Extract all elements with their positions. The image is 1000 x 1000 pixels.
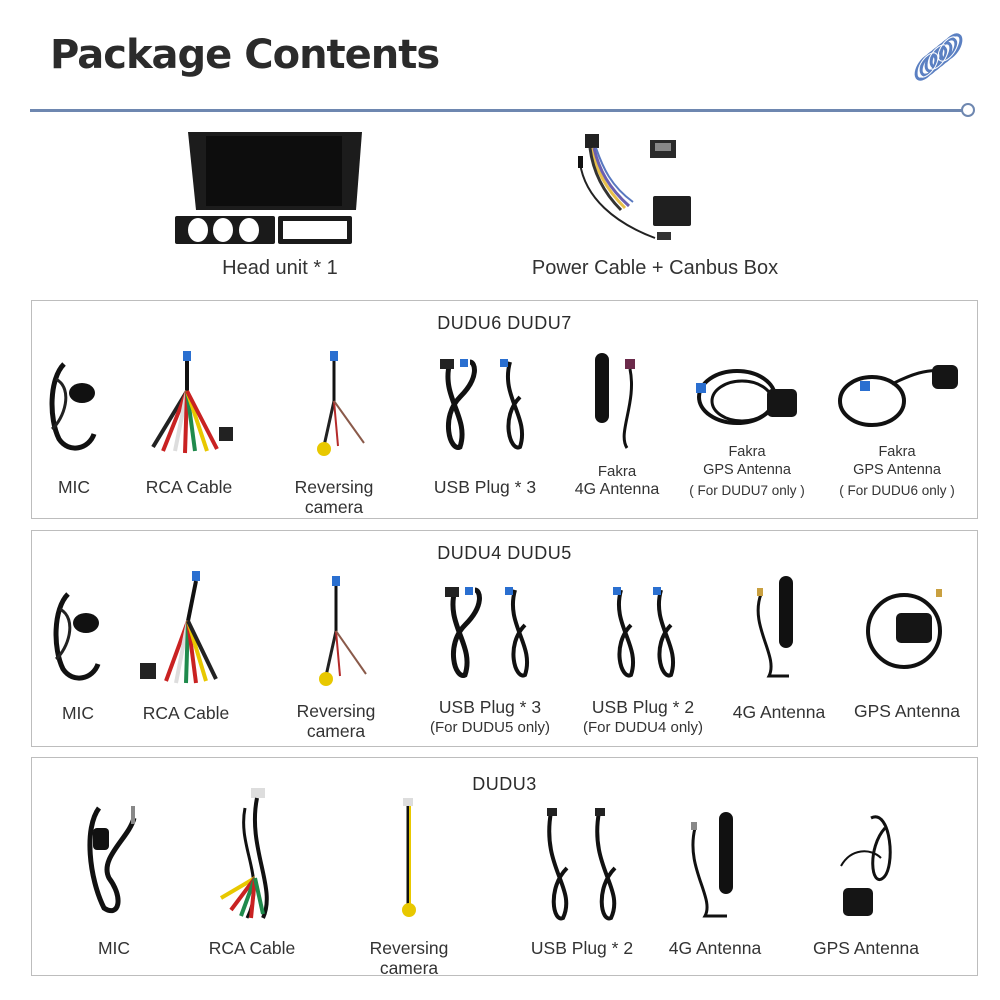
header-divider: [30, 109, 962, 112]
power-cable-image: [575, 128, 735, 248]
item-head-unit: Head unit * 1: [170, 128, 390, 288]
item-usb-plug: USB Plug * 2: [527, 808, 637, 968]
panel-title: DUDU4 DUDU5: [437, 543, 572, 563]
usb-cables-image: [430, 357, 540, 452]
page-title: Package Contents: [50, 32, 440, 78]
item-4g-antenna: 4G Antenna: [669, 808, 761, 968]
gps-antenna-image: [832, 359, 962, 439]
mic-image: [44, 359, 104, 459]
item-usb-plug-3: USB Plug * 3 (For DUDU5 only): [430, 581, 550, 741]
item-label-line1: Fakra: [878, 444, 916, 460]
item-label: Head unit * 1: [222, 257, 338, 279]
item-label: MIC: [57, 477, 91, 497]
item-rca-cable: RCA Cable: [209, 788, 295, 968]
4g-antenna-image: [587, 353, 647, 453]
4g-antenna-image: [685, 808, 745, 923]
item-label: RCA Cable: [208, 938, 296, 958]
item-label: MIC: [97, 938, 131, 958]
item-note: ( For DUDU7 only ): [689, 483, 805, 498]
item-4g-antenna: 4G Antenna: [733, 576, 825, 736]
panel-title: DUDU6 DUDU7: [437, 313, 572, 333]
item-label-line2: 4G Antenna: [574, 481, 660, 498]
item-label: USB Plug * 3: [433, 477, 537, 497]
item-reversing-camera: Reversing camera: [296, 576, 376, 741]
item-label: RCA Cable: [142, 703, 230, 723]
item-gps-antenna: GPS Antenna: [813, 808, 919, 968]
item-label: 4G Antenna: [668, 938, 762, 958]
reversing-camera-image: [296, 576, 376, 691]
item-label: Reversing camera: [369, 938, 449, 979]
item-mic: MIC: [44, 351, 104, 511]
item-fakra-4g-antenna: Fakra 4G Antenna: [575, 351, 659, 511]
item-reversing-camera: Reversing camera: [369, 798, 449, 978]
item-rca-cable: RCA Cable: [140, 571, 229, 741]
item-label: RCA Cable: [145, 477, 233, 497]
usb-cables-image: [537, 808, 627, 923]
item-label: 4G Antenna: [732, 702, 826, 722]
4g-antenna-image: [749, 576, 809, 686]
gps-antenna-image: [692, 359, 802, 439]
item-label: Reversing camera: [294, 477, 374, 518]
item-note: (For DUDU5 only): [429, 719, 550, 736]
item-label: GPS Antenna: [812, 938, 920, 958]
item-label: USB Plug * 2: [591, 697, 695, 717]
item-power-cable-canbus: Power Cable + Canbus Box: [505, 128, 805, 288]
panel-dudu4-dudu5: DUDU4 DUDU5 MIC RCA Cable Reversing came…: [31, 530, 978, 747]
item-label-line1: Fakra: [728, 444, 766, 460]
item-fakra-gps-antenna-dudu7: Fakra GPS Antenna ( For DUDU7 only ): [689, 351, 805, 511]
item-note: (For DUDU4 only): [582, 719, 703, 736]
item-label: USB Plug * 2: [530, 938, 634, 958]
divider-end-dot: [961, 103, 975, 117]
item-rca-cable: RCA Cable: [146, 351, 233, 511]
rca-cable-image: [207, 788, 297, 928]
rca-cable-image: [136, 571, 236, 691]
item-usb-plug: USB Plug * 3: [430, 351, 540, 511]
item-reversing-camera: Reversing camera: [294, 351, 374, 517]
item-label: Power Cable + Canbus Box: [531, 257, 779, 279]
item-fakra-gps-antenna-dudu6: Fakra GPS Antenna ( For DUDU6 only ): [838, 351, 958, 511]
item-label: GPS Antenna: [853, 701, 961, 721]
spring-coil-icon: [912, 33, 966, 85]
reversing-camera-image: [389, 798, 429, 923]
usb-cables-image: [603, 585, 683, 680]
item-note: ( For DUDU6 only ): [839, 483, 955, 498]
item-label: Reversing camera: [296, 701, 376, 742]
mic-image: [48, 589, 108, 689]
gps-antenna-image: [862, 585, 952, 675]
usb-cables-image: [435, 585, 545, 680]
item-label: USB Plug * 3: [438, 697, 542, 717]
item-label-line2: GPS Antenna: [703, 462, 791, 478]
item-label-line1: Fakra: [597, 463, 637, 480]
reversing-camera-image: [294, 351, 374, 461]
panel-title: DUDU3: [472, 774, 537, 794]
head-unit-image: [170, 128, 390, 248]
mic-image: [79, 798, 149, 918]
panel-dudu3: DUDU3 MIC RCA Cable Reversing camera USB…: [31, 757, 978, 978]
gps-antenna-image: [831, 808, 901, 923]
item-label: MIC: [61, 703, 95, 723]
item-gps-antenna: GPS Antenna: [854, 581, 960, 741]
rca-cable-image: [139, 351, 239, 461]
item-usb-plug-2: USB Plug * 2 (For DUDU4 only): [583, 581, 703, 741]
item-label-line2: GPS Antenna: [853, 462, 941, 478]
item-mic: MIC: [84, 798, 144, 968]
panel-dudu6-dudu7: DUDU6 DUDU7 MIC RCA Cable Reversing came…: [31, 300, 978, 519]
item-mic: MIC: [48, 581, 108, 741]
